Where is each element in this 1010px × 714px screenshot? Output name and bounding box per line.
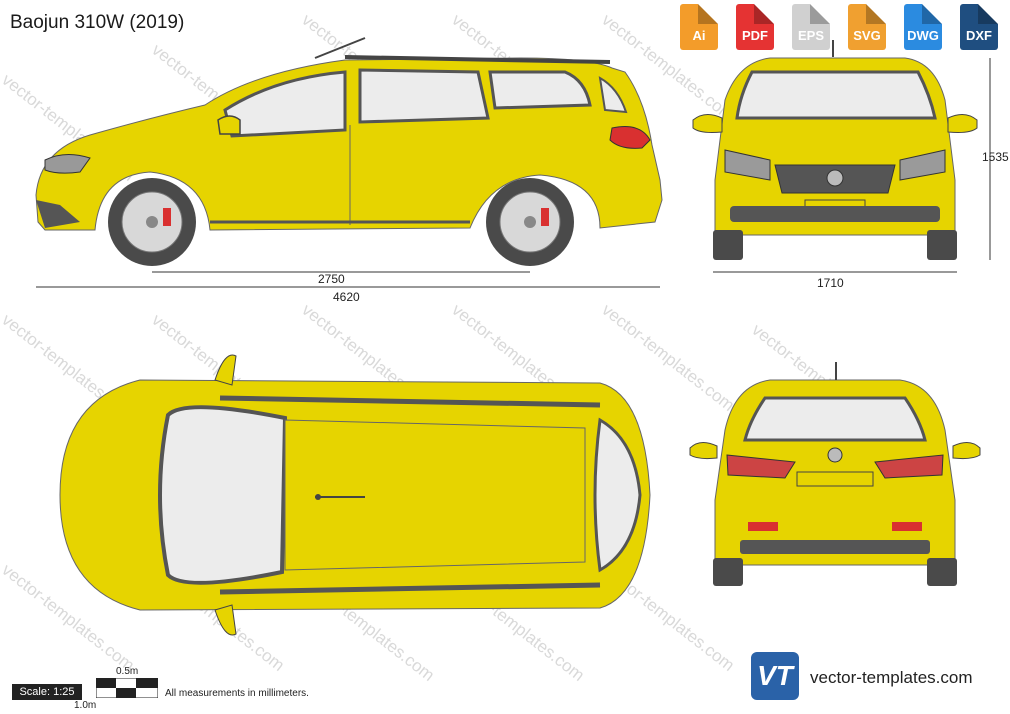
side-view — [35, 37, 663, 288]
rear-left-tire — [713, 558, 743, 586]
top-roof — [284, 419, 586, 571]
side-taillight — [609, 126, 651, 149]
side-rear-hub — [524, 216, 536, 228]
scale-full-label: 1.0m — [74, 700, 97, 711]
side-window-front — [223, 70, 347, 138]
file-fold-icon — [698, 4, 718, 24]
top-lower-rail — [219, 582, 601, 595]
front-left-tire — [713, 230, 743, 260]
top-antenna-base — [315, 494, 321, 500]
file-fold-icon — [810, 4, 830, 24]
front-left-headlight — [724, 149, 771, 181]
side-headlight — [44, 154, 91, 174]
measurement-note: All measurements in millimeters. — [165, 688, 309, 699]
format-svg-button[interactable]: SVG — [842, 4, 892, 50]
top-lower-mirror — [214, 604, 237, 636]
format-label: EPS — [797, 28, 824, 43]
file-fold-icon — [866, 4, 886, 24]
front-right-headlight — [899, 149, 946, 181]
rear-emblem-icon — [827, 447, 843, 463]
rear-diffuser — [740, 540, 930, 554]
format-label: SVG — [853, 28, 881, 43]
side-window-rear — [488, 70, 592, 110]
scale-half-label: 0.5m — [116, 666, 139, 677]
scale-bar — [96, 678, 158, 698]
format-eps-button[interactable]: EPS — [786, 4, 836, 50]
rear-plate — [796, 471, 874, 487]
scale-label: Scale: 1:25 — [12, 684, 82, 700]
rear-window — [743, 396, 927, 442]
side-antenna — [314, 37, 366, 59]
wheelbase-dimension: 2750 — [318, 272, 345, 286]
format-ai-button[interactable]: Ai — [674, 4, 724, 50]
front-view — [692, 40, 991, 273]
rear-left-reflector — [748, 522, 778, 531]
rear-right-taillight — [874, 454, 944, 479]
side-rear-quarter-glass — [598, 76, 628, 114]
length-dimension: 4620 — [333, 290, 360, 304]
side-rear-caliper — [541, 208, 549, 226]
front-left-mirror — [692, 114, 723, 133]
format-label: DXF — [966, 28, 992, 43]
side-roof-rail — [344, 55, 611, 64]
rear-right-mirror — [952, 442, 981, 460]
file-fold-icon — [754, 4, 774, 24]
front-right-mirror — [947, 114, 978, 133]
front-windshield — [735, 70, 937, 120]
format-label: PDF — [742, 28, 768, 43]
side-front-caliper — [163, 208, 171, 226]
file-fold-icon — [922, 4, 942, 24]
front-lower-intake — [730, 206, 940, 222]
top-view — [59, 354, 651, 636]
format-label: Ai — [692, 28, 706, 43]
top-upper-mirror — [214, 354, 237, 386]
side-window-middle — [358, 68, 490, 124]
rear-right-reflector — [892, 522, 922, 531]
side-front-bumper — [36, 200, 80, 228]
format-dxf-button[interactable]: DXF — [954, 4, 1004, 50]
format-dwg-button[interactable]: DWG — [898, 4, 948, 50]
height-dimension: 1535 — [982, 150, 1009, 164]
format-pdf-button[interactable]: PDF — [730, 4, 780, 50]
format-label: DWG — [907, 28, 939, 43]
side-front-hub — [146, 216, 158, 228]
rear-left-mirror — [689, 442, 718, 460]
rear-left-taillight — [726, 454, 796, 479]
format-buttons: Ai PDF EPS SVG DWG DXF — [674, 4, 1004, 50]
page-title: Baojun 310W (2019) — [10, 12, 185, 33]
brand-url-link[interactable]: vector-templates.com — [810, 668, 973, 687]
top-upper-rail — [219, 395, 601, 408]
front-emblem-icon — [826, 169, 844, 187]
side-mirror — [217, 115, 241, 135]
file-fold-icon — [978, 4, 998, 24]
top-rear-window — [593, 417, 642, 573]
top-windshield — [158, 405, 288, 585]
rear-view — [689, 362, 981, 586]
vt-logo-icon[interactable]: VT — [751, 652, 799, 700]
front-right-tire — [927, 230, 957, 260]
rear-right-tire — [927, 558, 957, 586]
width-dimension: 1710 — [817, 276, 844, 290]
